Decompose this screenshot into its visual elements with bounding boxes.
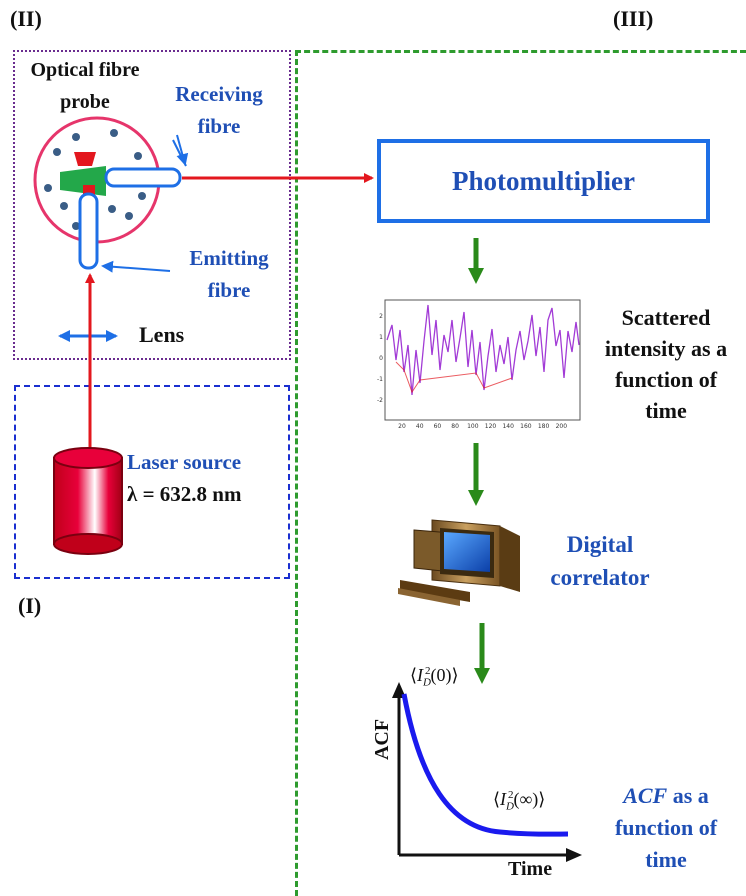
wavelength-label: λ = 632.8 nm bbox=[127, 482, 242, 506]
mini-plot-y-tick: 1 bbox=[379, 334, 383, 341]
acf-axis-label: ACF bbox=[371, 718, 394, 761]
mini-plot-x-tick: 140 bbox=[502, 423, 514, 430]
mini-plot-x-tick: 180 bbox=[538, 423, 550, 430]
photomultiplier-box: Photomultiplier bbox=[377, 139, 710, 223]
probe-title: Optical fibre probe bbox=[30, 59, 140, 113]
mini-plot-x-tick: 100 bbox=[467, 423, 479, 430]
section-i-label: (I) bbox=[18, 593, 42, 618]
mini-plot-x-tick: 40 bbox=[416, 423, 424, 430]
mini-plot-x-tick: 200 bbox=[556, 423, 568, 430]
probe-icon bbox=[33, 116, 182, 270]
laser-section-box bbox=[14, 385, 290, 579]
mini-plot-y-tick: 0 bbox=[379, 355, 383, 362]
lens-label: Lens bbox=[139, 322, 185, 347]
time-axis-label: Time bbox=[508, 858, 553, 880]
mini-plot-y-tick: 2 bbox=[379, 313, 383, 320]
acf-plot bbox=[392, 682, 582, 862]
acf-initial-value-label: ⟨ID2(0)⟩ bbox=[410, 665, 459, 689]
section-iii-label: (III) bbox=[613, 6, 654, 31]
mini-plot-y-tick: -1 bbox=[377, 376, 383, 383]
scattered-intensity-caption: Scattered intensity as a function of tim… bbox=[604, 305, 728, 423]
mini-plot-x-tick: 20 bbox=[398, 423, 406, 430]
mini-plot-x-tick: 160 bbox=[520, 423, 532, 430]
acf-baseline-label: ⟨ID2(∞)⟩ bbox=[493, 789, 546, 813]
emitting-fibre-label: Emitting fibre bbox=[189, 246, 269, 302]
detection-section-box bbox=[295, 50, 746, 896]
photomultiplier-label: Photomultiplier bbox=[452, 165, 635, 196]
laser-cylinder-icon bbox=[53, 447, 123, 555]
mini-plot-x-tick: 120 bbox=[485, 423, 497, 430]
computer-icon bbox=[398, 519, 520, 606]
emitting-pointer bbox=[101, 260, 171, 273]
probe-section-box bbox=[13, 50, 291, 360]
intensity-plot: 20 40 60 80 100 120 140 160 180 200 2 1 0 -1 -2 bbox=[377, 299, 581, 430]
mini-plot-y-tick: -2 bbox=[377, 397, 383, 404]
mini-plot-x-tick: 60 bbox=[434, 423, 442, 430]
acf-caption: ACF as a function of time bbox=[614, 783, 718, 872]
laser-source-label: Laser source bbox=[127, 450, 242, 474]
digital-correlator-label: Digital correlator bbox=[550, 532, 650, 590]
mini-plot-x-tick: 80 bbox=[451, 423, 459, 430]
receiving-fibre-label: Receiving fibre bbox=[175, 82, 263, 138]
section-ii-label: (II) bbox=[10, 6, 42, 31]
